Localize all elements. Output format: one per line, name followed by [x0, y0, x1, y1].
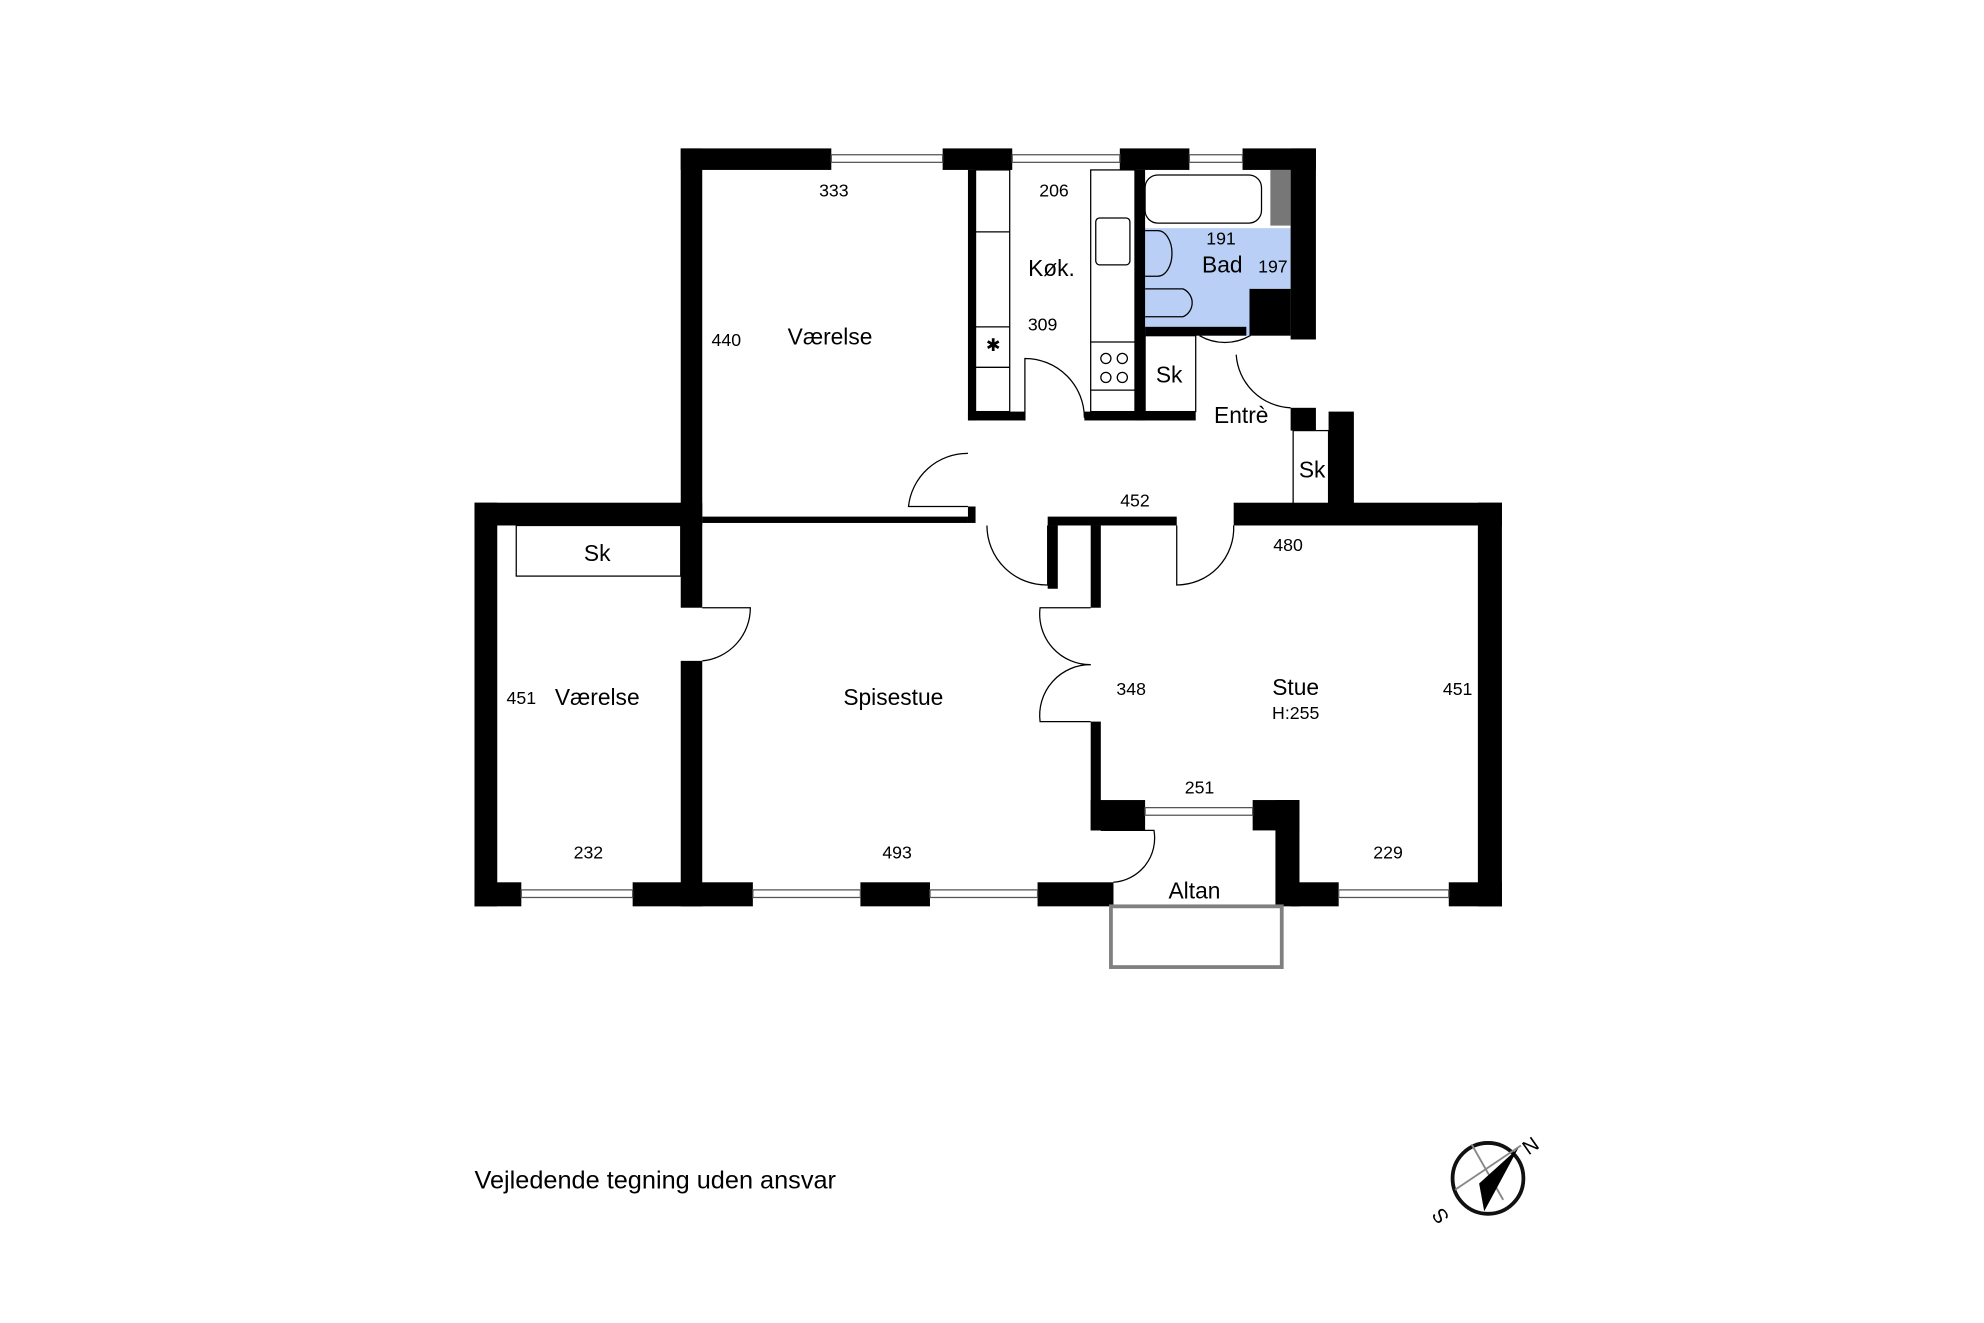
dim: 440: [712, 330, 742, 350]
room-vaerelse-top: Værelse: [788, 324, 873, 350]
room-sk: Sk: [1156, 362, 1183, 388]
room-spisestue: Spisestue: [843, 684, 943, 710]
room-bad: Bad: [1202, 251, 1243, 277]
room-sk: Sk: [584, 540, 611, 566]
dim: 480: [1273, 535, 1303, 555]
svg-text:S: S: [1428, 1204, 1454, 1228]
dim: 493: [882, 842, 912, 862]
room-vaerelse-left: Værelse: [555, 684, 640, 710]
svg-text:✱: ✱: [986, 335, 1001, 355]
ceiling-height: H:255: [1272, 703, 1319, 723]
compass-icon: N S: [1428, 1133, 1543, 1227]
dim: 451: [1443, 679, 1473, 699]
dim: 197: [1258, 256, 1288, 276]
dim: 333: [819, 181, 849, 201]
dim: 348: [1116, 679, 1146, 699]
dim: 229: [1373, 842, 1403, 862]
dim: 191: [1206, 229, 1236, 249]
dim: 451: [507, 688, 537, 708]
fixtures: ✱: [515, 169, 1330, 577]
room-labels: Værelse 440 333 Køk. 206 309 Bad 191 197…: [507, 181, 1473, 904]
svg-text:N: N: [1519, 1133, 1544, 1159]
disclaimer: Vejledende tegning uden ansvar: [474, 1167, 835, 1195]
bath-floor: [1145, 228, 1291, 336]
dim: 251: [1185, 778, 1215, 798]
room-stue: Stue: [1272, 674, 1319, 700]
altan-outline: [1109, 904, 1284, 969]
doors: [702, 288, 1291, 883]
room-sk: Sk: [1299, 456, 1326, 482]
dim: 232: [574, 842, 604, 862]
windows: [520, 154, 1450, 899]
room-entre: Entrè: [1214, 402, 1268, 428]
room-kokken: Køk.: [1028, 255, 1075, 281]
dim: 309: [1028, 315, 1058, 335]
walls: [474, 148, 1502, 907]
dim: 206: [1039, 181, 1069, 201]
room-altan: Altan: [1169, 878, 1221, 904]
dim: 452: [1120, 491, 1150, 511]
